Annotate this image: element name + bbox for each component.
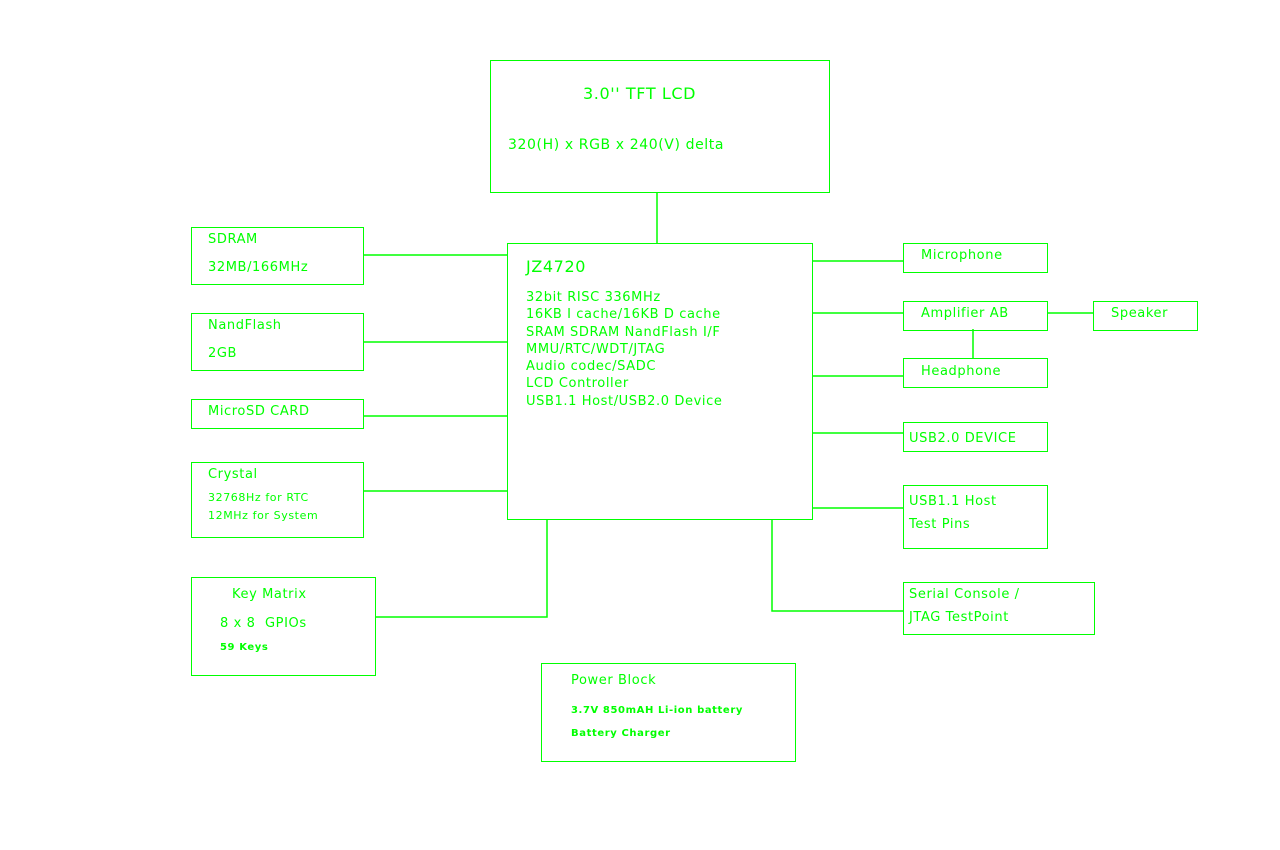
keymatrix-cpu-line — [375, 519, 548, 618]
usbdevice-block: USB2.0 DEVICE — [903, 422, 1048, 452]
serial-cpu-line — [771, 519, 904, 612]
crystal-system: 12MHz for System — [208, 509, 319, 522]
microphone-block: Microphone — [903, 243, 1048, 273]
nandflash-title: NandFlash — [208, 318, 282, 333]
crystal-rtc: 32768Hz for RTC — [208, 491, 309, 504]
cpu-feature: 32bit RISC 336MHz — [526, 290, 661, 305]
cpu-feature: MMU/RTC/WDT/JTAG — [526, 341, 666, 357]
serial-title: Serial Console / — [909, 587, 1020, 602]
cpu-feature-list: 32bit RISC 336MHz 16KB I cache/16KB D ca… — [526, 289, 722, 410]
keymatrix-gpios: 8 x 8 GPIOs — [220, 616, 307, 631]
cpu-feature: Audio codec/SADC — [526, 359, 657, 375]
crystal-block: Crystal 32768Hz for RTC 12MHz for System — [191, 462, 364, 538]
power-charger: Battery Charger — [571, 728, 671, 739]
speaker-block: Speaker — [1093, 301, 1198, 331]
cpu-name: JZ4720 — [526, 257, 586, 276]
sdram-title: SDRAM — [208, 232, 258, 247]
serial-block: Serial Console / JTAG TestPoint — [903, 582, 1095, 635]
cpu-feature: LCD Controller — [526, 376, 629, 392]
amplifier-title: Amplifier AB — [921, 306, 1009, 321]
cpu-feature: 16KB I cache/16KB D cache — [526, 307, 721, 323]
usbhost-testpins: Test Pins — [909, 517, 971, 532]
power-block: Power Block 3.7V 850mAH Li-ion battery B… — [541, 663, 796, 762]
microsd-block: MicroSD CARD — [191, 399, 364, 429]
cpu-block: JZ4720 32bit RISC 336MHz 16KB I cache/16… — [507, 243, 813, 520]
lcd-spec: 320(H) x RGB x 240(V) delta — [508, 137, 725, 153]
lcd-title: 3.0'' TFT LCD — [583, 84, 697, 103]
usbhost-title: USB1.1 Host — [909, 494, 997, 509]
headphone-title: Headphone — [921, 364, 1002, 379]
nandflash-block: NandFlash 2GB — [191, 313, 364, 371]
nandflash-spec: 2GB — [208, 346, 238, 361]
cpu-feature: SRAM SDRAM NandFlash I/F — [526, 324, 721, 340]
crystal-title: Crystal — [208, 467, 258, 482]
power-battery: 3.7V 850mAH Li-ion battery — [571, 705, 743, 716]
sdram-block: SDRAM 32MB/166MHz — [191, 227, 364, 285]
microsd-title: MicroSD CARD — [208, 404, 310, 419]
power-title: Power Block — [571, 673, 657, 688]
cpu-feature: USB1.1 Host/USB2.0 Device — [526, 393, 723, 409]
usbhost-block: USB1.1 Host Test Pins — [903, 485, 1048, 549]
amplifier-block: Amplifier AB — [903, 301, 1048, 331]
headphone-block: Headphone — [903, 358, 1048, 388]
keymatrix-title: Key Matrix — [232, 587, 307, 602]
usbdevice-title: USB2.0 DEVICE — [909, 431, 1017, 446]
speaker-title: Speaker — [1111, 306, 1169, 321]
keymatrix-keys: 59 Keys — [220, 642, 269, 653]
microphone-title: Microphone — [921, 248, 1003, 263]
keymatrix-block: Key Matrix 8 x 8 GPIOs 59 Keys — [191, 577, 376, 676]
sdram-spec: 32MB/166MHz — [208, 260, 309, 275]
serial-jtag: JTAG TestPoint — [909, 610, 1009, 625]
lcd-block: 3.0'' TFT LCD 320(H) x RGB x 240(V) delt… — [490, 60, 830, 193]
